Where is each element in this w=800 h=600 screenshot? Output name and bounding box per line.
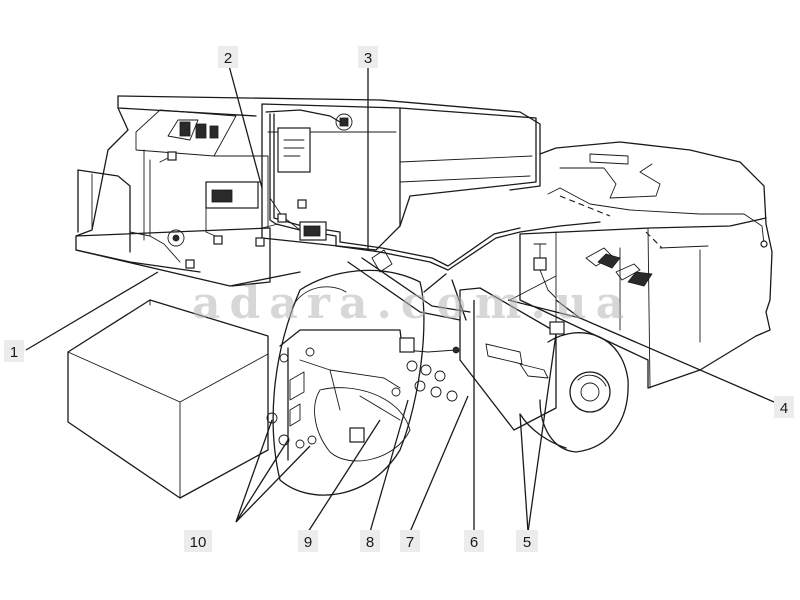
cab-components	[167, 151, 327, 269]
callout-8-label: 8	[366, 534, 374, 551]
rear-body	[519, 141, 773, 389]
right-panel	[423, 273, 629, 453]
callout-1: 1	[4, 340, 24, 362]
watermark-text: adara.com.ua	[192, 278, 633, 329]
callout-6-label: 6	[470, 534, 478, 551]
callout-10: 10	[184, 530, 212, 552]
callout-9: 9	[298, 530, 318, 552]
cab-body	[75, 95, 541, 287]
leader-lines	[25, 61, 775, 533]
rear-switches	[509, 231, 653, 335]
header-box	[67, 299, 269, 499]
callout-2-label: 2	[224, 50, 232, 67]
callout-2: 2	[218, 46, 238, 68]
callout-6: 6	[464, 530, 484, 552]
callout-9-label: 9	[304, 534, 312, 551]
callout-5: 5	[516, 530, 538, 552]
callout-4: 4	[774, 396, 794, 418]
grain-tank	[261, 103, 537, 251]
threshing-section	[266, 249, 471, 496]
callout-3-label: 3	[364, 50, 372, 67]
callout-7-label: 7	[406, 534, 414, 551]
callout-3: 3	[358, 46, 378, 68]
callout-1-label: 1	[10, 344, 18, 361]
callout-8: 8	[360, 530, 380, 552]
callout-10-label: 10	[190, 534, 207, 551]
callout-4-label: 4	[780, 400, 788, 417]
callout-5-label: 5	[523, 534, 531, 551]
callout-7: 7	[400, 530, 420, 552]
